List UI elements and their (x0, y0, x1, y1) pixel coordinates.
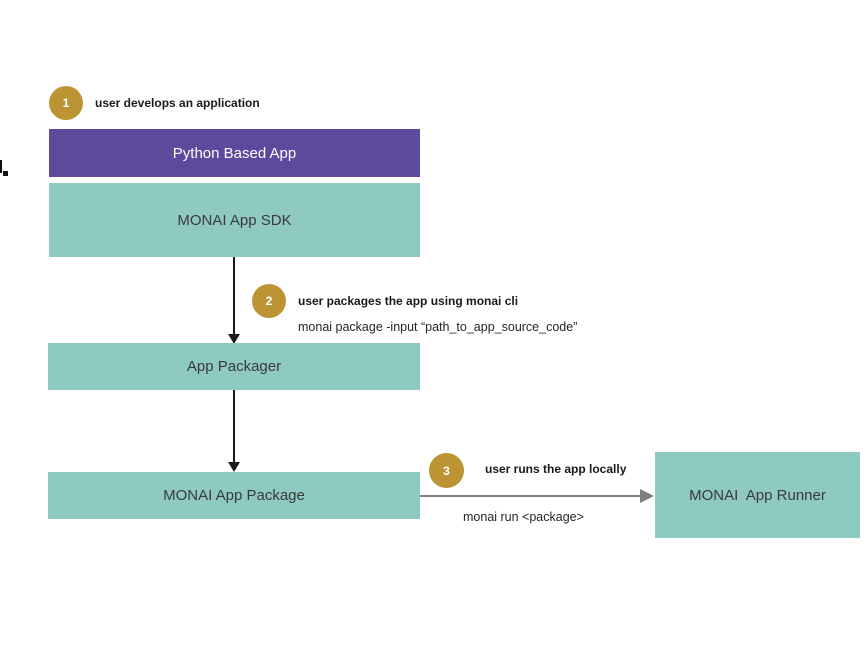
app-packager-label: App Packager (186, 358, 282, 375)
step-3-badge: 3 (429, 453, 464, 488)
app-packager-box: App Packager (48, 343, 420, 390)
arrow-packager-to-package-head-icon (228, 462, 240, 472)
step-3-command: monai run <package> (463, 510, 584, 524)
python-based-app-label: Python Based App (172, 144, 297, 162)
step-2-label: user packages the app using monai cli (298, 294, 519, 308)
arrow-package-to-runner-head-icon (640, 489, 654, 503)
arrow-sdk-to-packager-head-icon (228, 334, 240, 344)
step-3-number: 3 (443, 463, 450, 478)
monai-app-sdk-label: MONAI App SDK (177, 211, 292, 229)
step-1-number: 1 (62, 96, 70, 110)
step-2-badge: 2 (252, 284, 286, 318)
monai-app-package-box: MONAI App Package (48, 472, 420, 519)
arrow-package-to-runner-line (420, 495, 641, 497)
python-based-app-box: Python Based App (49, 129, 420, 177)
step-3-label: user runs the app locally (485, 462, 627, 476)
monai-app-runner-box: MONAI App Runner (655, 452, 860, 538)
step-1-badge: 1 (49, 86, 83, 120)
step-1-label: user develops an application (95, 96, 260, 110)
arrow-packager-to-package-line (233, 390, 235, 463)
step-2-command: monai package -input “path_to_app_source… (298, 320, 578, 334)
clipped-text-artifact-bar (0, 160, 2, 173)
clipped-text-artifact-dot (3, 171, 8, 176)
monai-app-runner-label: MONAI App Runner (689, 486, 826, 504)
monai-app-sdk-box: MONAI App SDK (49, 183, 420, 257)
arrow-sdk-to-packager-line (233, 257, 235, 335)
monai-app-package-label: MONAI App Package (163, 487, 305, 504)
step-2-number: 2 (265, 294, 273, 308)
